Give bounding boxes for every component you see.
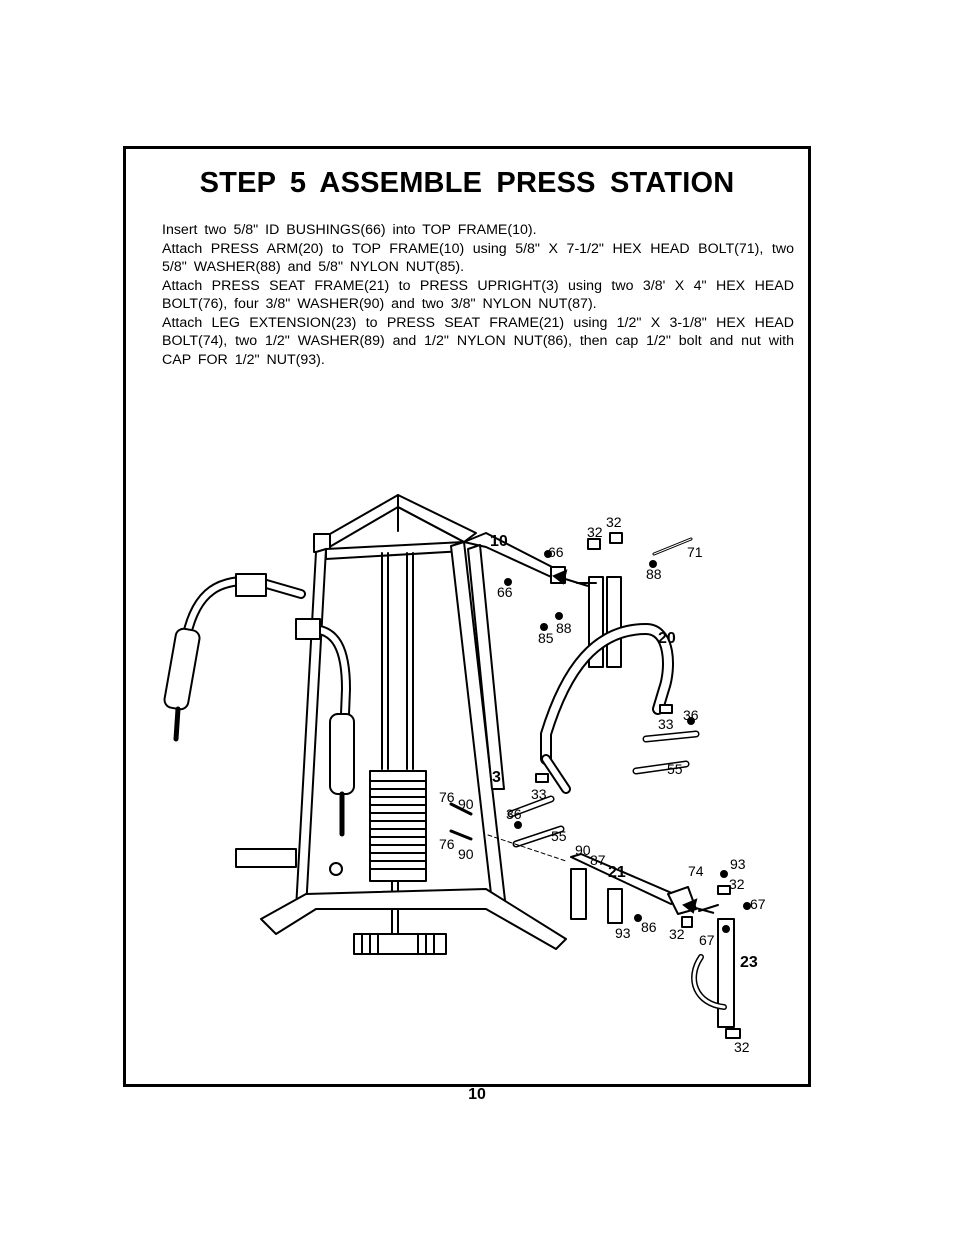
instruction-line: Attach PRESS ARM(20) to TOP FRAME(10) us… [162, 240, 794, 276]
top-frame-drawing [313, 494, 566, 584]
callout-66: 66 [548, 544, 564, 560]
arrow-head-icon [682, 898, 698, 914]
callout-85: 85 [538, 630, 554, 646]
rollers-drawing [507, 795, 565, 848]
callout-86: 86 [641, 919, 657, 935]
callout-part-23: 23 [740, 954, 758, 971]
instruction-line: Attach PRESS SEAT FRAME(21) to PRESS UPR… [162, 277, 794, 313]
weight-stack-drawing [369, 770, 427, 940]
callout-76: 76 [439, 789, 455, 805]
instructions: Insert two 5/8" ID BUSHINGS(66) into TOP… [162, 221, 794, 369]
base-drawing [235, 848, 567, 955]
callout-71: 71 [687, 544, 703, 560]
page-frame: STEP 5 ASSEMBLE PRESS STATION Insert two… [123, 146, 811, 1087]
callout-74: 74 [688, 863, 704, 879]
callout-88: 88 [556, 620, 572, 636]
callout-55: 55 [667, 761, 683, 777]
callout-55: 55 [551, 828, 567, 844]
instruction-line: Insert two 5/8" ID BUSHINGS(66) into TOP… [162, 222, 537, 238]
callout-part-20: 20 [658, 630, 676, 647]
callout-90: 90 [458, 796, 474, 812]
callout-32: 32 [729, 876, 745, 892]
callout-90: 90 [458, 846, 474, 862]
callout-part-21: 21 [608, 864, 626, 881]
callout-67: 67 [699, 932, 715, 948]
callout-32: 32 [734, 1039, 750, 1055]
callout-76: 76 [439, 836, 455, 852]
assembly-diagram: 10 3 20 21 23 66 66 32 32 71 88 88 85 33… [163, 494, 766, 1055]
callout-87: 87 [590, 852, 606, 868]
callout-36: 36 [506, 806, 522, 822]
callout-32: 32 [606, 514, 622, 530]
callout-36: 36 [683, 707, 699, 723]
callout-93: 93 [730, 856, 746, 872]
instruction-line: Attach LEG EXTENSION(23) to PRESS SEAT F… [162, 314, 794, 368]
callout-66: 66 [497, 584, 513, 600]
callout-93: 93 [615, 925, 631, 941]
page-number: 10 [468, 1086, 486, 1103]
callout-33: 33 [531, 786, 547, 802]
callout-32: 32 [587, 524, 603, 540]
part-callouts: 10 3 20 21 23 66 66 32 32 71 88 88 85 33… [439, 514, 766, 1055]
chest-press-arms-drawing [163, 573, 355, 837]
arrow-head-icon [552, 569, 568, 585]
callout-88: 88 [646, 566, 662, 582]
step-title: STEP 5 ASSEMBLE PRESS STATION [199, 167, 735, 199]
callout-32: 32 [669, 926, 685, 942]
callout-part-3: 3 [492, 769, 501, 786]
press-arm-drawing [540, 576, 700, 794]
direction-arrows [552, 569, 715, 914]
callout-part-10: 10 [490, 533, 508, 550]
leg-extension-drawing [691, 918, 741, 1039]
seat-frame-drawing [570, 853, 697, 924]
callout-67: 67 [750, 896, 766, 912]
callout-33: 33 [658, 716, 674, 732]
callout-90: 90 [575, 842, 591, 858]
